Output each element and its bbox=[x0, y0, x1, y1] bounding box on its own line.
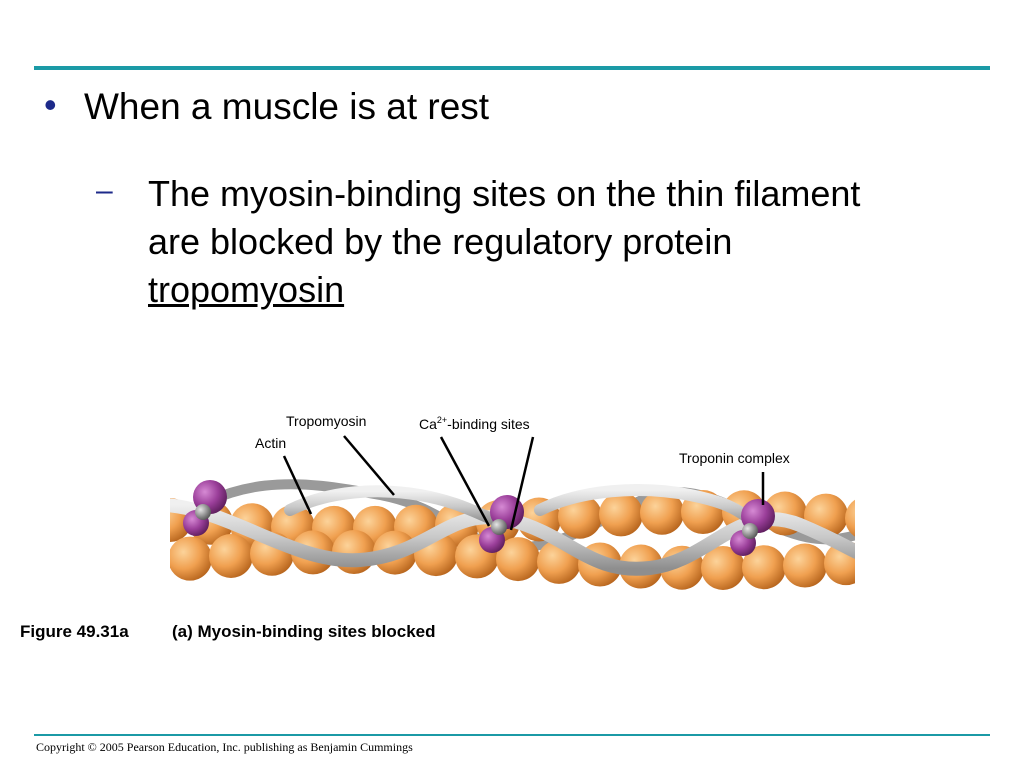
actin-label: Actin bbox=[255, 435, 286, 451]
copyright-text: Copyright © 2005 Pearson Education, Inc.… bbox=[36, 740, 413, 754]
bullet-text: When a muscle is at rest bbox=[84, 86, 490, 127]
actin-bead bbox=[209, 533, 253, 578]
ca-label-suffix: -binding sites bbox=[447, 416, 530, 432]
tropomyosin-label: Tropomyosin bbox=[286, 413, 366, 429]
troponin-complex-left bbox=[183, 480, 227, 536]
bottom-divider bbox=[34, 734, 990, 736]
actin-bead bbox=[170, 536, 212, 581]
figure-caption: (a) Myosin-binding sites blocked bbox=[172, 622, 436, 641]
tropomyosin-leader-line bbox=[343, 435, 395, 496]
ca-binding-sites-label: Ca2+-binding sites bbox=[419, 415, 530, 432]
tropomyosin-strand-front bbox=[170, 498, 855, 576]
figure-number: Figure 49.31a bbox=[20, 622, 129, 641]
troponin-complex-middle bbox=[479, 495, 524, 553]
bullet-marker: • bbox=[44, 84, 57, 125]
actin-bead bbox=[845, 499, 855, 537]
sub-bullet-term: tropomyosin bbox=[148, 269, 345, 310]
ca-binding-leader-line-2 bbox=[509, 436, 535, 531]
actin-bead bbox=[599, 492, 643, 537]
tropomyosin-strand-top bbox=[284, 485, 506, 528]
actin-bead bbox=[640, 490, 684, 535]
actin-bead bbox=[496, 537, 540, 582]
actin-bead bbox=[783, 543, 827, 588]
troponin-complex-right bbox=[730, 499, 775, 556]
top-divider bbox=[34, 66, 990, 70]
ca-binding-leader-line-1 bbox=[439, 436, 491, 527]
troponin-complex-label: Troponin complex bbox=[679, 450, 790, 466]
ca-label-prefix: Ca bbox=[419, 416, 437, 432]
sub-bullet-line-1: The myosin-binding sites on the thin fil… bbox=[148, 173, 861, 214]
ca-label-superscript: 2+ bbox=[437, 415, 447, 425]
sub-bullet-text: The myosin-binding sites on the thin fil… bbox=[148, 170, 968, 314]
actin-bead bbox=[742, 545, 786, 590]
sub-bullet-line-2: are blocked by the regulatory protein bbox=[148, 221, 733, 262]
filament-body bbox=[170, 479, 855, 590]
actin-bead bbox=[558, 494, 602, 539]
sub-bullet-marker: – bbox=[96, 174, 113, 207]
actin-bead bbox=[701, 545, 745, 590]
actin-leader-line bbox=[282, 455, 313, 515]
